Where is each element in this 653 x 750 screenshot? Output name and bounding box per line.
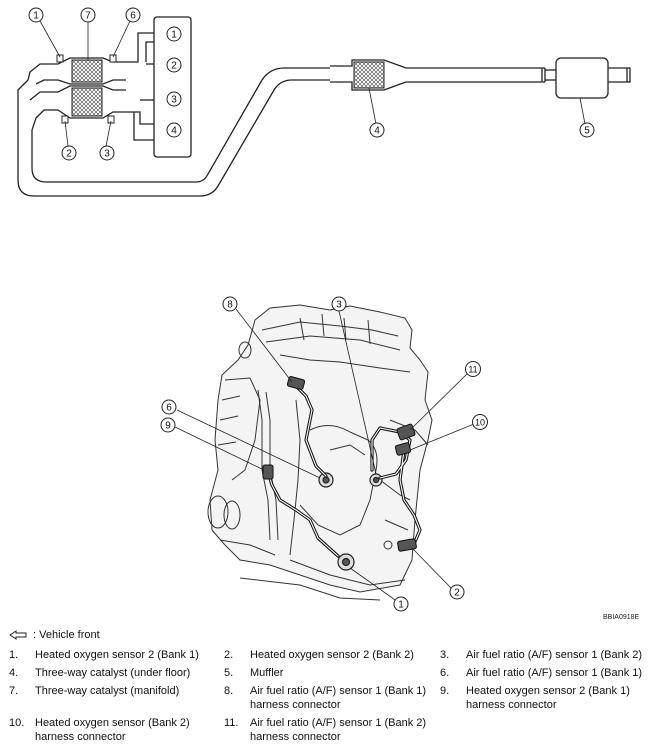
connector-8 <box>286 376 306 390</box>
callout-top-4: 4 <box>369 122 385 138</box>
callout-6: 6 <box>161 399 177 415</box>
exhaust-diagram: 1 7 6 2 3 4 5 1 2 3 4 <box>17 7 631 612</box>
svg-text:8: 8 <box>227 300 233 311</box>
image-code: BBIA0918E <box>603 614 640 621</box>
svg-text:10: 10 <box>475 418 485 428</box>
svg-text:3: 3 <box>336 300 342 311</box>
callout-top-1: 1 <box>28 7 44 23</box>
callout-top-6: 6 <box>125 7 141 23</box>
connector-11 <box>396 423 416 441</box>
svg-text:2: 2 <box>454 588 460 599</box>
underfloor-catalyst <box>353 61 385 89</box>
svg-text:6: 6 <box>166 403 172 414</box>
svg-text:7: 7 <box>85 11 91 22</box>
connector-10 <box>394 442 412 456</box>
exhaust-system-top <box>17 16 631 197</box>
svg-text:4: 4 <box>374 126 380 137</box>
svg-text:1: 1 <box>398 600 404 611</box>
svg-text:5: 5 <box>584 126 590 137</box>
manifold-catalyst-upper <box>71 59 103 83</box>
engine-illustration <box>207 304 433 601</box>
svg-text:9: 9 <box>165 421 171 432</box>
callout-top-5: 5 <box>579 122 595 138</box>
manifold-port-4: 4 <box>166 122 182 138</box>
svg-text:2: 2 <box>66 149 72 160</box>
callout-10: 10 <box>472 414 488 430</box>
vehicle-front-label: : Vehicle front <box>33 629 100 641</box>
svg-text:1: 1 <box>33 11 39 22</box>
vehicle-front-note: : Vehicle front <box>9 629 100 641</box>
svg-text:3: 3 <box>104 149 110 160</box>
muffler <box>555 57 609 99</box>
connector-9 <box>262 464 274 480</box>
manifold-port-3: 3 <box>166 91 182 107</box>
callout-11: 11 <box>465 361 481 377</box>
callout-top-2: 2 <box>61 145 77 161</box>
callout-1: 1 <box>393 596 409 612</box>
manifold-port-2: 2 <box>166 57 182 73</box>
svg-text:1: 1 <box>171 30 177 41</box>
callout-8: 8 <box>222 296 238 312</box>
callout-top-3: 3 <box>99 145 115 161</box>
vehicle-front-arrow-icon <box>9 630 27 640</box>
callout-top-7: 7 <box>80 7 96 23</box>
svg-text:3: 3 <box>171 95 177 106</box>
exhaust-manifold <box>153 16 192 158</box>
svg-text:4: 4 <box>171 126 177 137</box>
manifold-port-1: 1 <box>166 26 182 42</box>
svg-text:6: 6 <box>130 11 136 22</box>
callout-9: 9 <box>160 417 176 433</box>
connector-2 <box>397 538 417 552</box>
callout-3: 3 <box>331 296 347 312</box>
callout-2: 2 <box>449 584 465 600</box>
manifold-catalyst-lower <box>71 87 103 117</box>
svg-text:11: 11 <box>468 365 477 375</box>
svg-text:2: 2 <box>171 61 177 72</box>
